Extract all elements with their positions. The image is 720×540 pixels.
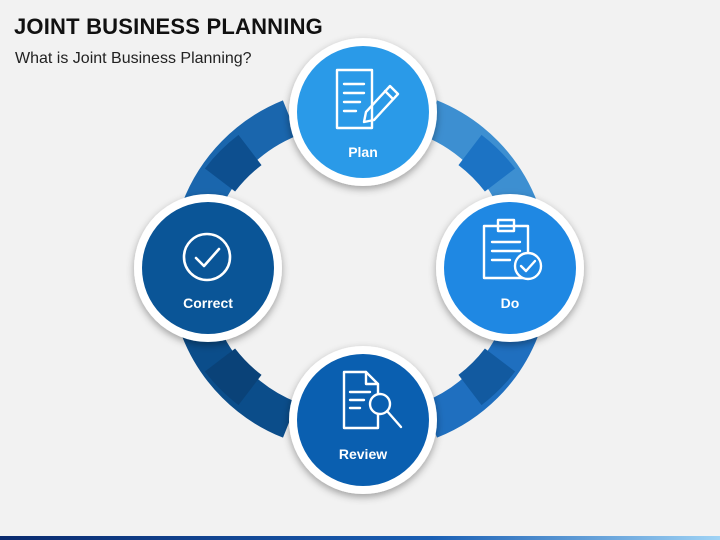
cycle-node-plan: Plan <box>289 38 437 186</box>
cycle-node-do: Do <box>436 194 584 342</box>
node-label-correct: Correct <box>183 295 233 311</box>
cycle-node-correct: Correct <box>134 194 282 342</box>
node-label-review: Review <box>339 446 387 462</box>
checkmark-circle-icon <box>182 232 232 282</box>
document-pencil-icon <box>335 68 400 130</box>
page-subtitle: What is Joint Business Planning? <box>15 50 252 67</box>
bottom-accent-bar <box>0 536 720 540</box>
node-label-do: Do <box>501 295 520 311</box>
clipboard-check-icon <box>482 218 543 281</box>
document-search-icon <box>342 370 403 430</box>
cycle-node-review: Review <box>289 346 437 494</box>
node-label-plan: Plan <box>348 144 378 160</box>
page-title: JOINT BUSINESS PLANNING <box>14 14 323 39</box>
